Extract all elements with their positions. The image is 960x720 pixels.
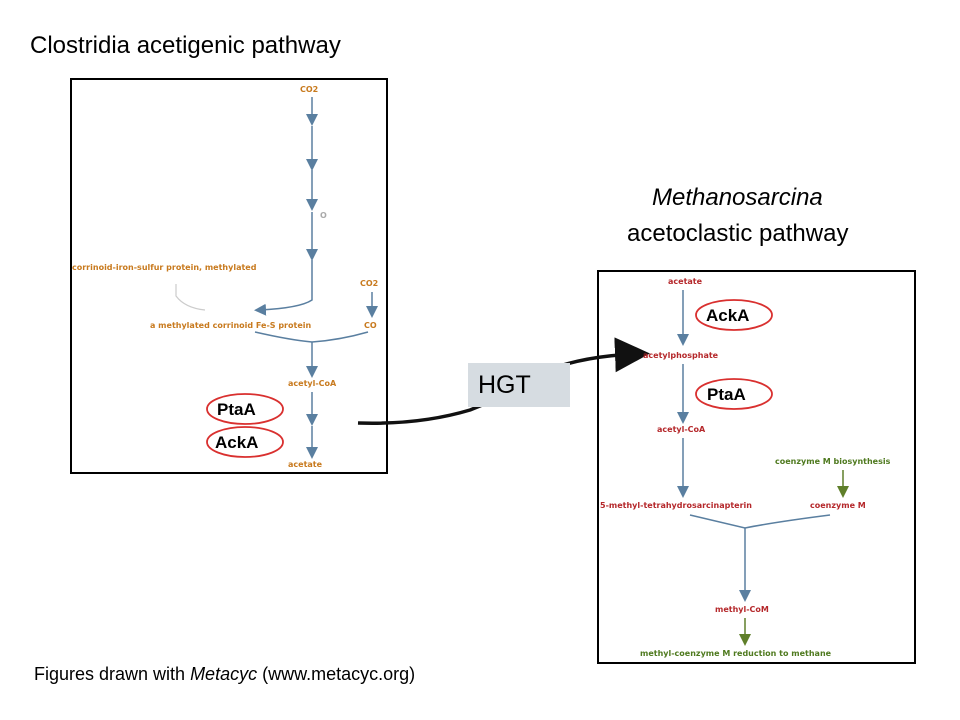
left-acetyl-coa: acetyl-CoA <box>288 379 337 388</box>
left-corrinoid-label: corrinoid-iron-sulfur protein, methylate… <box>72 263 257 272</box>
right-enzyme-ptaa: PtaA <box>707 385 746 404</box>
right-coenzyme-m: coenzyme M <box>810 501 866 510</box>
right-acetyl-coa: acetyl-CoA <box>657 425 706 434</box>
right-acetate: acetate <box>668 277 703 286</box>
footnote: Figures drawn with Metacyc (www.metacyc.… <box>34 664 415 685</box>
right-reduction: methyl-coenzyme M reduction to methane <box>640 649 832 658</box>
right-ptaa-highlight <box>695 378 773 410</box>
left-enzyme-ptaa: PtaA <box>217 400 256 419</box>
right-methyl-thmpt: 5-methyl-tetrahydrosarcinapterin <box>600 501 752 510</box>
left-acka-highlight <box>206 426 284 458</box>
left-arrow-5 <box>254 260 313 316</box>
title-clostridia: Clostridia acetigenic pathway <box>30 32 341 59</box>
left-enzyme-acka: AckA <box>215 433 258 452</box>
left-co2-side: CO2 <box>360 279 378 288</box>
left-acetate: acetate <box>288 460 323 469</box>
right-pathway: acetate acetylphosphate acetyl-CoA coenz… <box>600 277 891 658</box>
left-o-label: O <box>320 211 327 220</box>
left-faded-curve <box>175 284 206 311</box>
right-coenzyme-m-biosynthesis: coenzyme M biosynthesis <box>775 457 891 466</box>
left-methylated-fes: a methylated corrinoid Fe-S protein <box>150 321 311 330</box>
left-ptaa-highlight <box>206 393 284 425</box>
title-methanosarcina: Methanosarcina <box>652 184 823 211</box>
right-methyl-com: methyl-CoM <box>715 605 769 614</box>
right-acka-highlight <box>695 299 773 331</box>
left-pathway-panel <box>70 78 388 474</box>
right-pathway-panel <box>597 270 916 664</box>
title-acetoclastic-pathway: acetoclastic pathway <box>627 220 849 247</box>
left-merge-line <box>254 331 369 343</box>
hgt-label: HGT <box>478 371 531 399</box>
footnote-italic: Metacyc <box>190 664 258 684</box>
right-acetylphosphate: acetylphosphate <box>643 351 719 360</box>
left-co: CO <box>364 321 377 330</box>
hgt-label-box: HGT <box>468 363 570 407</box>
right-enzyme-acka: AckA <box>706 306 749 325</box>
left-co2-top: CO2 <box>300 85 318 94</box>
footnote-prefix: Figures drawn with <box>34 664 191 684</box>
footnote-suffix: (www.metacyc.org) <box>257 664 416 684</box>
left-pathway: CO2 O corrinoid-iron-sulfur protein, met… <box>72 85 378 469</box>
right-merge-line <box>689 514 831 529</box>
